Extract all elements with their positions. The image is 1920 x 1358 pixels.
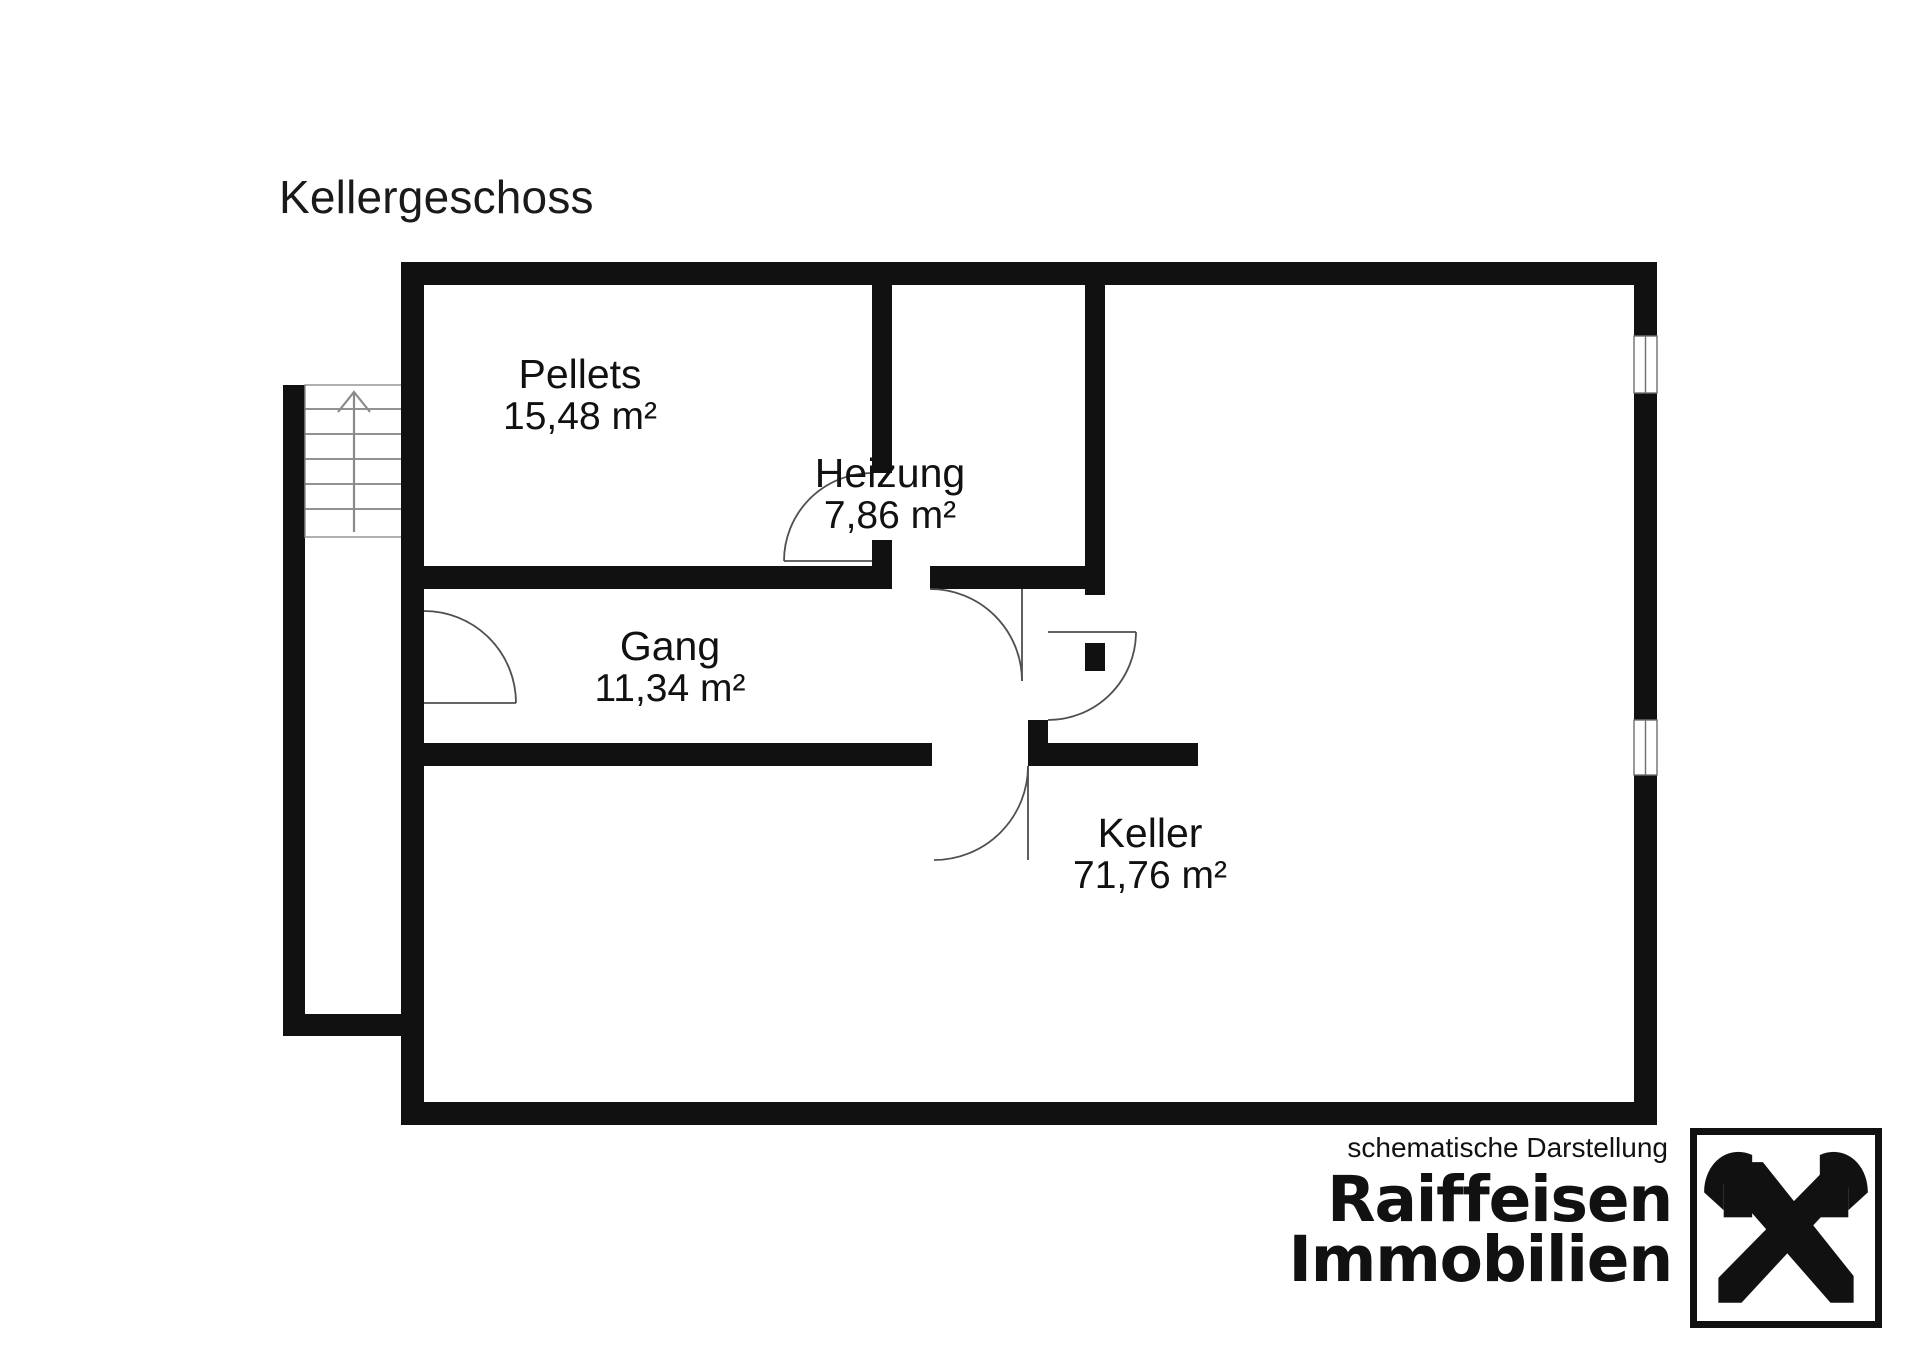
brand-wordmark: Raiffeisen Immobilien xyxy=(1202,1163,1674,1297)
door-swing-arc xyxy=(783,472,873,562)
room-name: Keller xyxy=(1097,810,1203,856)
door-pellets-heizung xyxy=(783,472,873,562)
giebelkreuz-icon xyxy=(1704,1151,1868,1303)
wall-heizung-door-stub xyxy=(1085,643,1105,671)
wall-gang-keller-stub xyxy=(1028,720,1048,743)
interior-walls xyxy=(424,285,1198,766)
door-swing-arc xyxy=(1047,631,1137,721)
room-name: Gang xyxy=(619,623,721,669)
room-area: 15,48 m² xyxy=(503,395,657,439)
entrance-annex xyxy=(283,385,411,1036)
room-label-keller: Keller 71,76 m² xyxy=(1000,810,1300,898)
room-name: Pellets xyxy=(518,351,642,397)
wall-heizung-right xyxy=(1085,285,1105,595)
door-entrance-gang xyxy=(423,610,517,704)
brand-line-1: Raiffeisen xyxy=(1327,1163,1673,1236)
room-area: 11,34 m² xyxy=(594,667,746,711)
door-swing-arc xyxy=(423,610,517,704)
raiffeisen-giebelkreuz-logo xyxy=(1690,1128,1882,1328)
door-swing-arc xyxy=(929,588,1023,682)
exterior-wall-right-lower xyxy=(1634,775,1657,1125)
wall-gang-keller xyxy=(424,743,932,766)
building-outer-walls xyxy=(401,262,1657,1125)
window-openings xyxy=(1633,335,1658,776)
exterior-wall-right-upper xyxy=(1634,262,1657,336)
staircase xyxy=(304,384,404,538)
room-name: Heizung xyxy=(814,450,966,496)
room-label-heizung: Heizung 7,86 m² xyxy=(740,450,1040,538)
annex-bottom-wall xyxy=(283,1014,411,1036)
page-title: Kellergeschoss xyxy=(279,171,594,223)
wall-pellets-gang xyxy=(424,566,892,589)
room-label-pellets: Pellets 15,48 m² xyxy=(430,351,730,439)
exterior-wall-bottom xyxy=(401,1102,1657,1125)
stair-direction-arrow-head xyxy=(337,390,371,413)
wall-gang-keller-right xyxy=(1028,743,1198,766)
brand-block: Raiffeisen Immobilien xyxy=(1140,1128,1900,1350)
exterior-wall-top xyxy=(401,262,1657,285)
room-area: 71,76 m² xyxy=(1073,854,1227,898)
door-gang-keller xyxy=(1047,631,1137,721)
exterior-wall-left xyxy=(401,262,424,1125)
brand-line-2: Immobilien xyxy=(1288,1223,1674,1297)
room-area: 7,86 m² xyxy=(823,494,957,538)
door-heizung-gang xyxy=(929,588,1023,682)
wall-heizung-bottom xyxy=(930,566,1105,589)
door-swing-arc xyxy=(933,765,1029,861)
annex-left-wall xyxy=(283,385,305,1036)
room-label-gang: Gang 11,34 m² xyxy=(520,623,820,711)
exterior-wall-right-middle xyxy=(1634,393,1657,720)
door-gang-keller-lower xyxy=(933,765,1029,861)
wall-pellets-heizung xyxy=(872,285,892,473)
schematic-disclaimer: schematische Darstellung xyxy=(1347,1132,1668,1163)
